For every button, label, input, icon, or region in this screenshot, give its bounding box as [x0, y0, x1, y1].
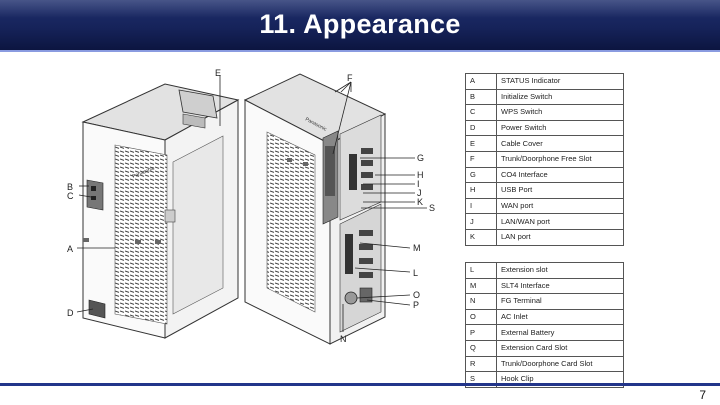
- legend-key: E: [465, 135, 497, 152]
- callout-m: M: [413, 243, 421, 253]
- legend-key: F: [465, 150, 497, 168]
- callout-h: H: [417, 170, 424, 180]
- legend-label: Initialize Switch: [496, 88, 624, 106]
- legend-label: WAN port: [496, 197, 624, 215]
- legend-label: Extension Card Slot: [496, 339, 624, 357]
- legend-key: N: [465, 293, 497, 310]
- legend-label: Extension slot: [496, 262, 624, 279]
- legend-key: G: [465, 166, 497, 184]
- legend-key: B: [465, 88, 497, 106]
- legend-label: CO4 Interface: [496, 166, 624, 184]
- legend-label: FG Terminal: [496, 293, 624, 310]
- legend-label: SLT4 Interface: [496, 277, 624, 295]
- callout-f: F: [347, 73, 353, 83]
- legend-label: Cable Cover: [496, 135, 624, 152]
- legend-key: M: [465, 277, 497, 295]
- callout-i: I: [417, 179, 420, 189]
- legend-key: H: [465, 182, 497, 199]
- legend-label: Power Switch: [496, 119, 624, 137]
- callout-a: A: [67, 244, 73, 254]
- callout-s: S: [429, 203, 435, 213]
- title-bar: 11. Appearance: [0, 0, 720, 52]
- callout-b: B: [67, 182, 73, 192]
- leader-lines: [76, 75, 427, 332]
- callout-c: C: [67, 191, 74, 201]
- legend-key: C: [465, 104, 497, 121]
- legend-key: D: [465, 119, 497, 137]
- callout-l: L: [413, 268, 418, 278]
- page-number: 7: [699, 388, 706, 402]
- footer-rule: [0, 383, 720, 386]
- legend-key: O: [465, 308, 497, 326]
- legend-key: A: [465, 73, 497, 90]
- legend-key: L: [465, 262, 497, 279]
- legend-label: Trunk/Doorphone Free Slot: [496, 150, 624, 168]
- appearance-figure: Panasonic Panasonic: [55, 62, 445, 382]
- legend-key: K: [465, 228, 497, 246]
- legend-key: P: [465, 324, 497, 341]
- legend-key: J: [465, 213, 497, 230]
- callout-j: J: [417, 188, 422, 198]
- legend-label: WPS Switch: [496, 104, 624, 121]
- callout-n: N: [340, 334, 347, 344]
- callout-g: G: [417, 153, 424, 163]
- unit-front-view: Panasonic: [81, 83, 240, 339]
- legend-label: AC Inlet: [496, 308, 624, 326]
- legend-key: Q: [465, 339, 497, 357]
- legend-label: LAN port: [496, 228, 624, 246]
- legend-label: External Battery: [496, 324, 624, 341]
- legend-label: Trunk/Doorphone Card Slot: [496, 355, 624, 373]
- legend-label: STATUS Indicator: [496, 73, 624, 90]
- legend-key: I: [465, 197, 497, 215]
- callout-o: O: [413, 290, 420, 300]
- legend-label: LAN/WAN port: [496, 213, 624, 230]
- callout-k: K: [417, 197, 423, 207]
- legend-label: USB Port: [496, 182, 624, 199]
- unit-rear-view: Panasonic: [243, 73, 387, 345]
- legend-key: R: [465, 355, 497, 373]
- callout-p: P: [413, 300, 419, 310]
- slide-title: 11. Appearance: [259, 9, 461, 39]
- callout-d: D: [67, 308, 74, 318]
- callout-e: E: [215, 68, 221, 78]
